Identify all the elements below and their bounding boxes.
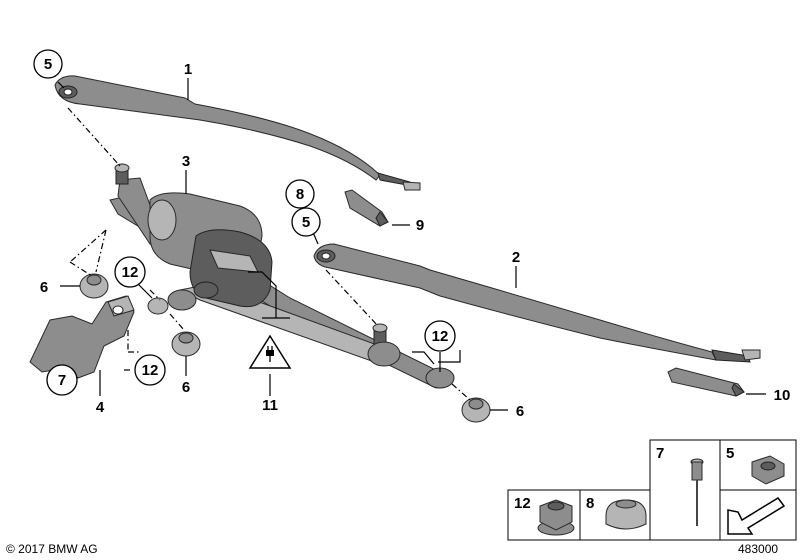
legend-number-12: 12: [514, 495, 531, 512]
callout-7: 7: [58, 372, 66, 389]
callout-circle-12: [134, 354, 166, 386]
callout-4: 4: [96, 399, 105, 416]
axis-line: [325, 269, 379, 327]
wiper-arm-driver: [54, 75, 421, 191]
callout-circle-12: [114, 256, 146, 288]
axis-line: [69, 261, 93, 277]
callout-6: 6: [40, 279, 48, 296]
copyright: © 2017 BMW AG: [6, 542, 98, 556]
callout-5: 5: [44, 56, 52, 73]
callout-11: 11: [262, 397, 278, 414]
wiper-arm-passenger: [313, 243, 761, 363]
callout-3: 3: [182, 153, 190, 170]
axis-line: [169, 313, 185, 331]
wiper-linkage-motor: [109, 163, 455, 389]
grommet-6-center: [171, 331, 201, 357]
callout-12: 12: [432, 328, 449, 345]
grommet-12-small: [147, 297, 169, 315]
blade-adapter-10: [667, 367, 745, 397]
callout-6: 6: [182, 379, 190, 396]
legend-number-8: 8: [586, 495, 594, 512]
callout-9: 9: [416, 217, 424, 234]
legend-panel: 7 5 12 8: [507, 439, 797, 541]
legend-box-7: [649, 439, 721, 541]
callout-circle-12: [424, 320, 456, 352]
callout-6: 6: [516, 403, 524, 420]
callout-12: 12: [122, 264, 139, 281]
cap-icon: [605, 499, 647, 530]
callout-circle-5: [33, 49, 63, 79]
callout-12: 12: [142, 362, 159, 379]
callout-circle-7: [46, 364, 78, 396]
rivet-icon: [690, 458, 704, 526]
axis-line: [95, 229, 107, 273]
bracket-4: [29, 295, 135, 379]
arrow-down-left-icon: [727, 497, 786, 535]
electrical-plug-warning-icon: [248, 334, 292, 369]
callout-10: 10: [774, 387, 791, 404]
flange-nut-icon: [537, 499, 575, 536]
axis-line: [451, 383, 471, 401]
axis-line: [67, 107, 121, 167]
callout-8: 8: [296, 186, 304, 203]
legend-number-5: 5: [726, 445, 734, 462]
callout-circle-5: [291, 207, 321, 237]
hex-nut-icon: [751, 455, 785, 485]
callout-1: 1: [184, 61, 192, 78]
diagram-number: 483000: [738, 542, 778, 556]
blade-adapter-9: [344, 189, 389, 227]
axis-line: [149, 289, 161, 301]
callout-2: 2: [512, 249, 520, 266]
grommet-6-right: [461, 397, 491, 423]
legend-number-7: 7: [656, 445, 664, 462]
callout-circle-8: [285, 179, 315, 209]
grommet-6-left: [79, 273, 109, 299]
callout-5: 5: [302, 214, 310, 231]
axis-line: [69, 229, 107, 263]
